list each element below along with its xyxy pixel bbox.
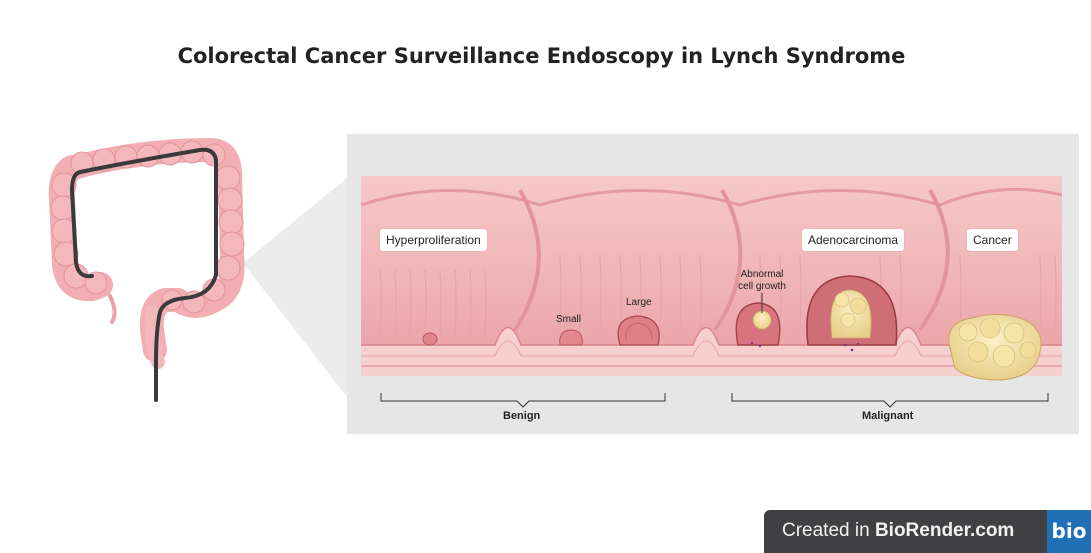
label-adenocarcinoma: Adenocarcinoma: [802, 229, 905, 251]
watermark-prefix: Created in: [782, 520, 875, 541]
label-cancer: Cancer: [967, 229, 1018, 251]
polyp-abnormal: [735, 302, 781, 348]
colon-wall: [360, 176, 1063, 376]
label-abnormal-cell-growth: Abnormal cell growth: [734, 269, 790, 293]
benign-bracket: [380, 393, 666, 408]
biorender-logo-icon: bio: [1047, 510, 1091, 553]
polyp-hyperproliferation: [422, 332, 438, 346]
label-abnormal-line1: Abnormal: [740, 269, 784, 280]
polyp-small: [559, 329, 583, 346]
watermark-brand: BioRender.com: [874, 520, 1015, 541]
polyp-large: [617, 315, 660, 346]
zoom-connector: [243, 178, 347, 397]
label-large: Large: [626, 297, 652, 308]
label-abnormal-line2: cell growth: [738, 281, 786, 292]
label-hyperproliferation: Hyperproliferation: [380, 229, 487, 251]
label-benign: Benign: [503, 410, 541, 422]
endoscope: [70, 147, 218, 402]
label-small: Small: [556, 314, 582, 325]
malignant-bracket: [731, 393, 1049, 408]
polyp-adenocarcinoma: [806, 275, 898, 352]
colon-illustration: [48, 138, 245, 402]
label-malignant: Malignant: [862, 410, 914, 422]
tumor-cancer: [948, 314, 1042, 381]
biorender-watermark[interactable]: Created in BioRender.com bio: [764, 510, 1091, 553]
diagram-title: Colorectal Cancer Surveillance Endoscopy…: [177, 44, 906, 68]
